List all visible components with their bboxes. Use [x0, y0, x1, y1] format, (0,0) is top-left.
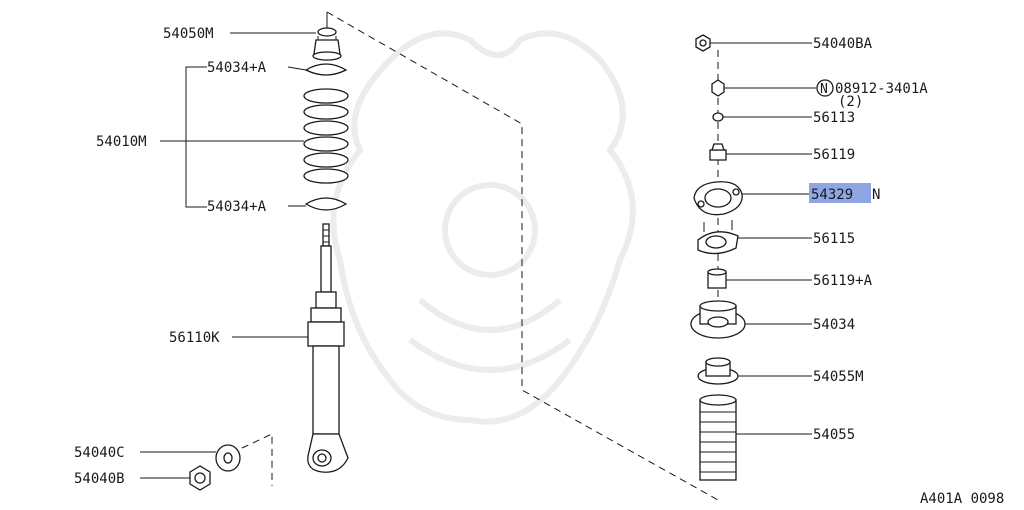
watermark-emblem [330, 30, 636, 425]
label-54010m[interactable]: 54010M [96, 134, 147, 150]
label-56119[interactable]: 56119 [813, 147, 855, 163]
label-54050m[interactable]: 54050M [163, 26, 214, 42]
label-54034a-top[interactable]: 54034+A [207, 60, 267, 76]
label-54034[interactable]: 54034 [813, 317, 855, 333]
label-54034a-bottom[interactable]: 54034+A [207, 199, 267, 215]
label-54055m[interactable]: 54055M [813, 369, 864, 385]
bushing-56119[interactable] [709, 143, 727, 161]
coil-spring-54010m[interactable] [303, 88, 349, 184]
label-54055[interactable]: 54055 [813, 427, 855, 443]
nut-54040ba[interactable] [695, 34, 711, 52]
bump-stop-54050m[interactable] [312, 12, 342, 61]
label-54040b[interactable]: 54040B [74, 471, 125, 487]
label-56113[interactable]: 56113 [813, 110, 855, 126]
label-56115[interactable]: 56115 [813, 231, 855, 247]
label-54040c[interactable]: 54040C [74, 445, 125, 461]
svg-text:N: N [820, 82, 828, 97]
label-56110k[interactable]: 56110K [169, 330, 220, 346]
label-56119a[interactable]: 56119+A [813, 273, 873, 289]
spring-seat-54034[interactable] [690, 300, 746, 339]
diagram-code: A401A 0098 [920, 491, 1004, 507]
nut-08912-3401a[interactable] [711, 79, 725, 97]
bushing-56119a[interactable] [707, 268, 727, 289]
label-54329-highlight[interactable]: 54329 [811, 187, 853, 203]
label-08912-qty: (2) [838, 94, 863, 110]
n-circle-icon: N [816, 79, 834, 97]
washer-54040c[interactable] [215, 444, 241, 472]
dust-boot-54055[interactable] [699, 394, 737, 481]
spring-seat-top-54034a[interactable] [304, 63, 348, 76]
mount-insulator-56115[interactable] [697, 220, 739, 255]
gasket-54329n[interactable] [693, 181, 743, 216]
label-54040ba[interactable]: 54040BA [813, 36, 873, 52]
bump-stop-54055m[interactable] [697, 357, 739, 385]
label-08912-3401a[interactable]: 08912-3401A [835, 81, 928, 97]
label-54329-suffix: N [872, 187, 880, 203]
shock-absorber-56110k[interactable] [307, 223, 349, 473]
washer-56113[interactable] [712, 112, 724, 122]
part-highlight [809, 183, 871, 203]
nut-54040b[interactable] [189, 465, 211, 491]
spring-seat-bottom-54034a[interactable] [304, 197, 348, 211]
